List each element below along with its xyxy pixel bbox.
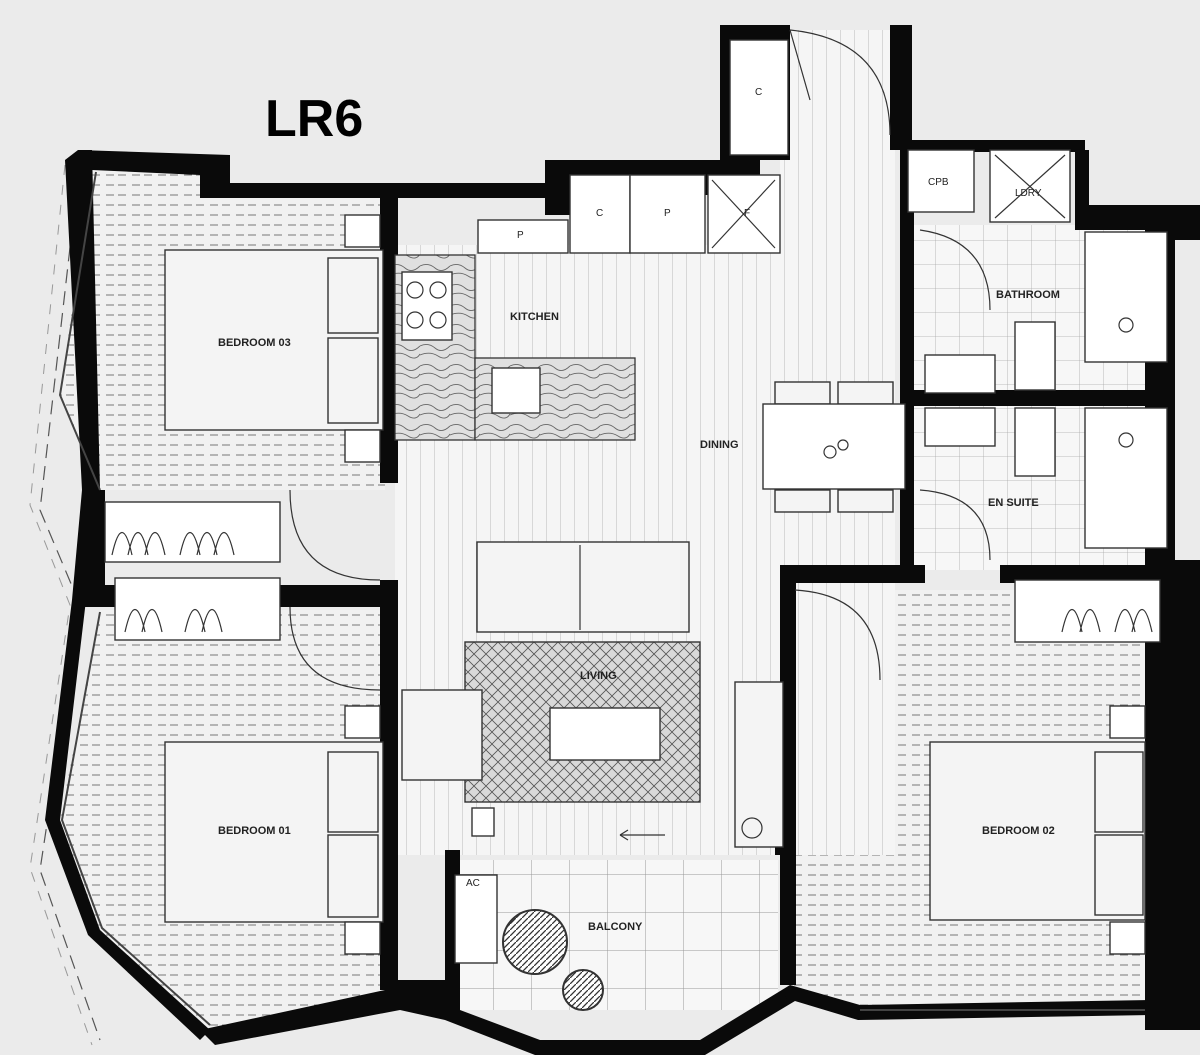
joinery	[104, 39, 1168, 1011]
room-label-bedroom-02: BEDROOM 02	[982, 825, 1055, 837]
room-label-kitchen: KITCHEN	[510, 311, 559, 323]
door-swings	[289, 29, 991, 841]
window-lines	[58, 171, 1145, 1026]
cupboard-label-c-top: C	[755, 87, 762, 98]
cupboard-label-p-left: P	[517, 230, 524, 241]
cupboard-label-f: F	[744, 208, 750, 219]
cupboard-label-p-right: P	[664, 208, 671, 219]
room-label-cpb: CPB	[928, 177, 949, 188]
unit-code: LR6	[265, 90, 363, 148]
room-label-bedroom-03: BEDROOM 03	[218, 337, 291, 349]
cupboard-label-c-mid: C	[596, 208, 603, 219]
wardrobe-hangers	[111, 532, 1153, 633]
facade-edge	[29, 159, 101, 1046]
room-label-balcony: BALCONY	[588, 921, 643, 933]
room-label-bathroom: BATHROOM	[996, 289, 1060, 301]
room-label-bedroom-01: BEDROOM 01	[218, 825, 291, 837]
room-label-en-suite: EN SUITE	[988, 497, 1039, 509]
room-label-ac: AC	[466, 878, 480, 889]
room-label-living: LIVING	[580, 670, 617, 682]
room-label-laundry: LDRY	[1015, 188, 1042, 199]
room-label-dining: DINING	[700, 439, 739, 451]
